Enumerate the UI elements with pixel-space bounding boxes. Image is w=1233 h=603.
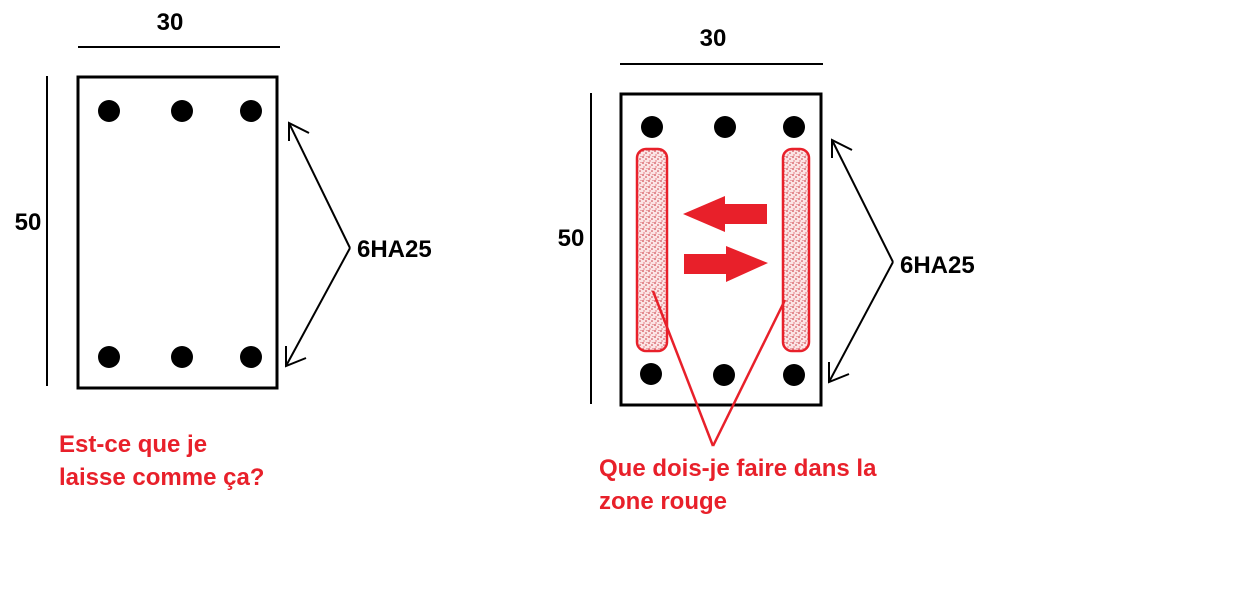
left-rebar-pointer-arrows xyxy=(285,121,351,368)
left-red-zone xyxy=(635,147,669,353)
left-height-label: 50 xyxy=(15,209,42,236)
left-section: 30 50 6HA25 Est-ce que je laisse comme ç… xyxy=(15,9,432,491)
left-beam-section xyxy=(76,75,279,390)
left-rebar-top-1 xyxy=(98,100,120,122)
right-rebar-pointer-arrows xyxy=(828,138,894,384)
right-question-line-2: zone rouge xyxy=(599,488,727,515)
left-question: Est-ce que je laisse comme ça? xyxy=(59,431,264,491)
red-arrow-left xyxy=(683,196,767,232)
red-arrow-right xyxy=(684,246,768,282)
right-height-label: 50 xyxy=(558,225,585,252)
left-rebar-top-3 xyxy=(240,100,262,122)
right-rebar-bottom-1 xyxy=(640,363,662,385)
left-question-line-1: Est-ce que je xyxy=(59,431,207,458)
left-rebar-bottom-3 xyxy=(240,346,262,368)
right-section: 30 50 6HA25 Que dois-je faire dans la zo… xyxy=(558,25,975,515)
right-rebar-bottom-2 xyxy=(713,364,735,386)
right-rebar-label: 6HA25 xyxy=(900,252,975,279)
right-rebar-top-3 xyxy=(783,116,805,138)
right-question: Que dois-je faire dans la zone rouge xyxy=(599,455,883,515)
right-rebar-top-2 xyxy=(714,116,736,138)
left-question-line-2: laisse comme ça? xyxy=(59,464,264,491)
right-red-zone xyxy=(781,147,811,353)
left-rebar-label: 6HA25 xyxy=(357,236,432,263)
right-rebar-bottom-3 xyxy=(783,364,805,386)
left-rebar-top-2 xyxy=(171,100,193,122)
left-rebar-bottom-1 xyxy=(98,346,120,368)
red-zone-pointer-lines xyxy=(651,290,787,447)
left-width-label: 30 xyxy=(157,9,184,36)
left-rebar-bottom-2 xyxy=(171,346,193,368)
right-question-line-1: Que dois-je faire dans la xyxy=(599,455,877,482)
right-width-label: 30 xyxy=(700,25,727,52)
right-rebar-top-1 xyxy=(641,116,663,138)
right-beam-section xyxy=(619,92,823,407)
